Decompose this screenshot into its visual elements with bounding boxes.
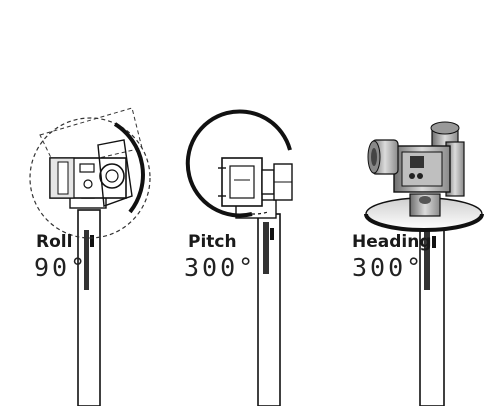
roll-rotation-arc (113, 122, 145, 214)
roll-label: Roll (36, 232, 73, 252)
pitch-rotation-arc (185, 109, 292, 218)
heading-angle: 300° (352, 253, 425, 282)
pitch-camera (221, 157, 263, 207)
pitch-gimbal (185, 109, 293, 407)
heading-gimbal (364, 121, 484, 407)
roll-rotation-circle (29, 117, 151, 239)
pitch-angle: 300° (184, 253, 257, 282)
heading-label: Heading (352, 232, 432, 252)
pitch-label: Pitch (188, 232, 237, 252)
roll-angle: 90° (34, 253, 89, 282)
roll-gimbal (29, 107, 151, 407)
